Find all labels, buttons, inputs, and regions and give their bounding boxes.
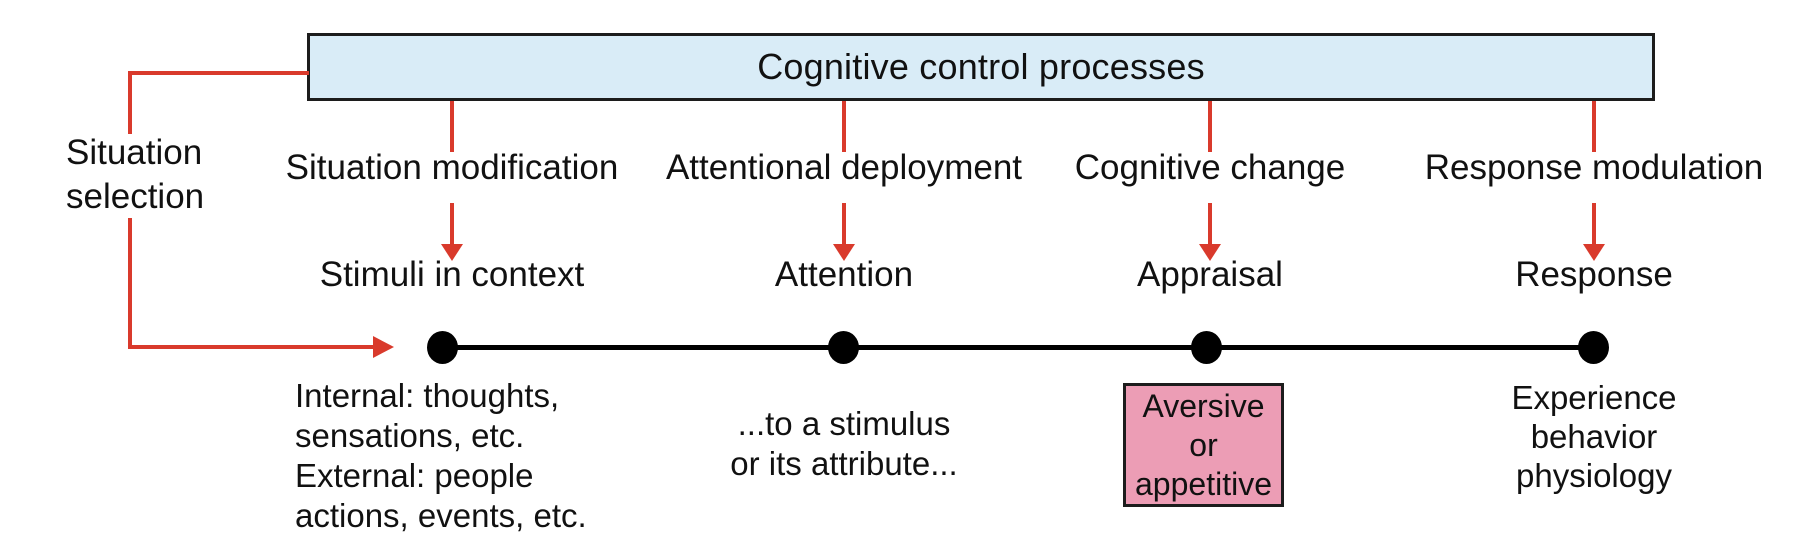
stage2-arrow-line <box>842 203 846 245</box>
stage3-description-line3: appetitive <box>1135 465 1272 502</box>
situation-selection-line-top <box>128 71 309 75</box>
situation-selection-label-line1: Situation <box>66 133 203 172</box>
stage4-arrowhead-icon <box>1583 244 1605 261</box>
timeline-dot-3 <box>1191 331 1222 364</box>
situation-selection-line-lower-vertical <box>128 218 132 349</box>
situation-selection-line-upper-vertical <box>128 71 132 134</box>
situation-selection-line-bottom <box>128 345 374 349</box>
stage3-stage-label: Appraisal <box>1137 255 1283 294</box>
stage1-description-line4: actions, events, etc. <box>295 497 587 534</box>
stage1-stub-line <box>450 101 454 152</box>
stage1-description-line1: Internal: thoughts, <box>295 377 560 414</box>
stage3-arrowhead-icon <box>1199 244 1221 261</box>
timeline-dot-2 <box>828 331 859 364</box>
stage1-description-line2: sensations, etc. <box>295 417 525 454</box>
cognitive-control-processes-label: Cognitive control processes <box>757 46 1205 87</box>
stage1-arrow-line <box>450 203 454 245</box>
stage4-description-line2: behavior <box>1530 418 1658 455</box>
stage4-stage-label: Response <box>1515 255 1673 294</box>
stage2-description: ...to a stimulus or its attribute... <box>634 404 1054 484</box>
stage4-stub-line <box>1592 101 1596 152</box>
stage3-arrow-line <box>1208 203 1212 245</box>
stage3-description-line1: Aversive <box>1142 387 1265 424</box>
stage1-control-label: Situation modification <box>285 148 619 187</box>
stage4-arrow-line <box>1592 203 1596 245</box>
cognitive-control-processes-box: Cognitive control processes <box>307 33 1655 101</box>
stage2-stub-line <box>842 101 846 152</box>
timeline-dot-1 <box>427 331 458 364</box>
stage4-description-line1: Experience <box>1511 379 1677 416</box>
situation-selection-label: Situation selection <box>66 131 204 219</box>
stage2-control-label: Attentional deployment <box>665 148 1023 187</box>
stage2-description-line1: ...to a stimulus <box>737 405 951 442</box>
stage2-stage-label: Attention <box>774 255 914 294</box>
timeline <box>442 345 1593 350</box>
stage2-arrowhead-icon <box>833 244 855 261</box>
stage4-control-label: Response modulation <box>1424 148 1764 187</box>
timeline-dot-4 <box>1578 331 1609 364</box>
stage3-control-label: Cognitive change <box>1074 148 1346 187</box>
stage4-description-line3: physiology <box>1516 457 1672 494</box>
stage1-description: Internal: thoughts, sensations, etc. Ext… <box>295 376 587 536</box>
stage1-stage-label: Stimuli in context <box>319 255 585 294</box>
aversive-appetitive-box: Aversive or appetitive <box>1123 383 1284 507</box>
situation-selection-label-line2: selection <box>66 177 205 216</box>
stage3-stub-line <box>1208 101 1212 152</box>
stage3-description-line2: or <box>1189 426 1218 463</box>
stage1-arrowhead-icon <box>441 244 463 261</box>
situation-selection-arrowhead-icon <box>373 336 394 358</box>
stage4-description: Experience behavior physiology <box>1384 378 1796 495</box>
stage2-description-line2: or its attribute... <box>730 445 958 482</box>
stage1-description-line3: External: people <box>295 457 534 494</box>
